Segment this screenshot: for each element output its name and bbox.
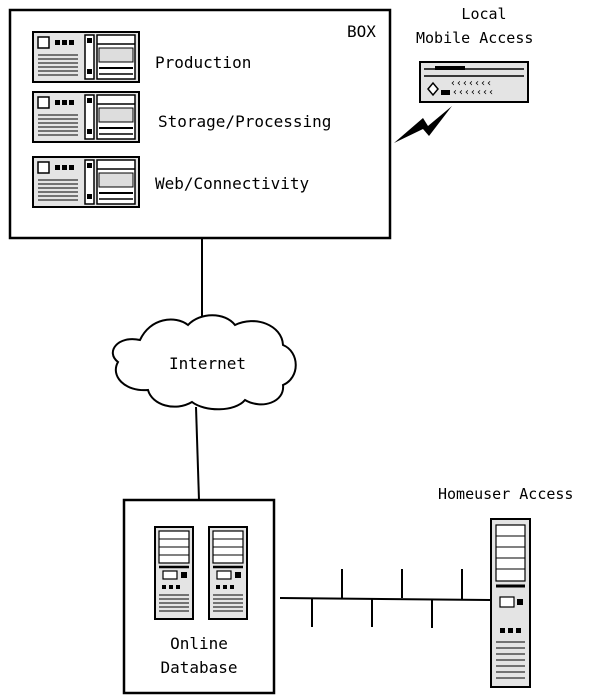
web-server-icon: [32, 156, 140, 208]
database-server-2-icon: [207, 525, 249, 621]
homeuser-computer-icon: [490, 518, 531, 688]
homeuser-label: Homeuser Access: [438, 485, 574, 503]
production-label: Production: [155, 53, 252, 72]
mobile-device-icon: ‹‹‹‹‹‹‹ ‹‹‹‹‹‹‹: [419, 61, 529, 103]
database-label-line2: Database: [160, 658, 238, 677]
production-server-icon: [32, 31, 140, 83]
storage-processing-label: Storage/Processing: [158, 112, 332, 131]
mobile-label-line2: Mobile Access: [416, 29, 534, 47]
network-bus: [279, 569, 491, 628]
database-server-1-icon: [153, 525, 195, 621]
database-label-line1: Online: [170, 634, 228, 653]
web-connectivity-label: Web/Connectivity: [155, 174, 310, 193]
internet-cloud-icon: [111, 314, 297, 411]
internet-label: Internet: [169, 354, 247, 373]
internet-database-link: [195, 406, 200, 501]
wireless-link-icon: [394, 106, 452, 143]
box-title: BOX: [347, 22, 376, 41]
storage-server-icon: [32, 91, 140, 143]
svg-text:‹‹‹‹‹‹‹: ‹‹‹‹‹‹‹: [452, 87, 494, 98]
database-box: [122, 498, 276, 695]
svg-text:‹‹‹‹‹‹‹: ‹‹‹‹‹‹‹: [450, 78, 492, 89]
mobile-label-line1: Local: [461, 5, 507, 23]
